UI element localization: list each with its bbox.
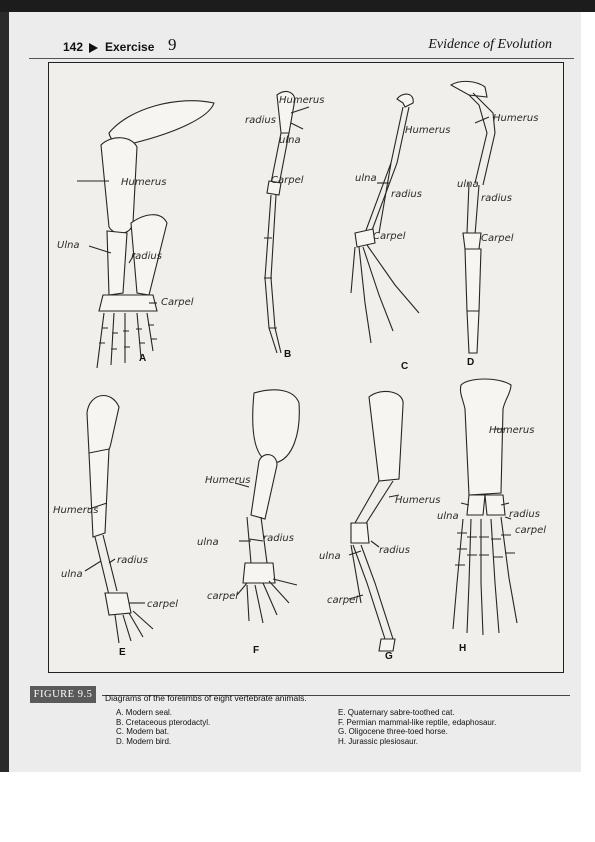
caption-item-g: G. Oligocene three-toed horse. xyxy=(338,727,448,736)
label-h-radius: radius xyxy=(509,509,540,520)
label-c-ulna: ulna xyxy=(355,173,377,184)
panel-c-bat: Humerus ulna radius Carpel C xyxy=(350,93,450,372)
label-f-radius: radius xyxy=(263,533,294,544)
panel-letter-c: C xyxy=(401,361,408,372)
label-a-carpel: Carpel xyxy=(161,297,194,308)
panel-letter-f: F xyxy=(253,645,259,656)
figure-label: FIGURE 9.5 xyxy=(30,686,96,703)
page-number: 142 xyxy=(63,40,84,54)
panel-h-plesiosaur: Humerus ulna radius carpel H xyxy=(437,378,546,654)
caption-item-h: H. Jurassic plesiosaur. xyxy=(338,736,419,746)
label-g-ulna: ulna xyxy=(319,551,341,562)
caption-item-d: D. Modern bird. xyxy=(116,736,172,746)
panel-letter-b: B xyxy=(284,349,291,360)
label-f-ulna: ulna xyxy=(197,537,219,548)
panel-e-cat: Humerus ulna radius carpel E xyxy=(53,395,178,658)
label-e-carpel: carpel xyxy=(147,599,178,610)
label-h-carpel: carpel xyxy=(515,525,546,536)
caption-right-column: E. Quaternary sabre-toothed cat. F. Perm… xyxy=(338,708,496,746)
panel-d-bird: Humerus ulna radius Carpel D xyxy=(449,80,538,368)
exercise-label: Exercise xyxy=(105,40,155,54)
panel-letter-d: D xyxy=(467,357,474,368)
panel-letter-h: H xyxy=(459,643,466,654)
caption-item-c: C. Modern bat. xyxy=(116,727,169,736)
caption-title: Diagrams of the forelimbs of eight verte… xyxy=(105,693,307,703)
panel-letter-e: E xyxy=(119,647,126,658)
triangle-arrow-icon xyxy=(89,43,98,53)
section-title: Evidence of Evolution xyxy=(428,37,552,52)
label-c-humerus: Humerus xyxy=(405,125,450,136)
caption-left-column: A. Modern seal. B. Cretaceous pterodacty… xyxy=(116,708,210,746)
label-a-humerus: Humerus xyxy=(121,177,166,188)
caption-item-f: F. Permian mammal-like reptile, edaphosa… xyxy=(338,717,497,727)
caption-item-b: B. Cretaceous pterodactyl. xyxy=(116,717,211,727)
panel-a-seal: Humerus Ulna radius Carpel A xyxy=(57,100,215,369)
caption-divider xyxy=(102,695,570,696)
label-d-ulna: ulna xyxy=(457,179,479,190)
label-h-humerus: Humerus xyxy=(489,425,534,436)
label-g-humerus: Humerus xyxy=(395,495,440,506)
label-d-radius: radius xyxy=(481,193,512,204)
page-header: 142 Exercise 9 Evidence of Evolution xyxy=(29,32,574,59)
label-f-carpel: carpel xyxy=(207,591,238,602)
label-f-humerus: Humerus xyxy=(205,475,250,486)
photo-left-edge xyxy=(0,12,9,772)
label-c-carpel: Carpel xyxy=(373,231,406,242)
label-b-ulna: ulna xyxy=(279,135,301,146)
label-c-radius: radius xyxy=(391,189,422,200)
label-b-radius: radius xyxy=(245,115,276,126)
panel-g-horse: Humerus ulna radius carpel G xyxy=(319,390,440,662)
forelimb-figure: Humerus Ulna radius Carpel A Humerus rad… xyxy=(48,62,564,673)
label-d-carpel: Carpel xyxy=(481,233,514,244)
forelimb-diagrams: Humerus Ulna radius Carpel A Humerus rad… xyxy=(53,80,546,662)
photo-top-edge xyxy=(0,0,595,12)
label-h-ulna: ulna xyxy=(437,511,459,522)
label-b-carpel: Carpel xyxy=(271,175,304,186)
label-e-radius: radius xyxy=(117,555,148,566)
panel-letter-a: A xyxy=(139,353,146,364)
label-g-carpel: carpel xyxy=(327,595,358,606)
label-a-ulna: Ulna xyxy=(57,240,80,251)
panel-f-edaphosaur: Humerus ulna radius carpel F xyxy=(197,389,300,656)
caption-item-e: E. Quaternary sabre-toothed cat. xyxy=(338,708,455,717)
label-a-radius: radius xyxy=(131,251,162,262)
label-g-radius: radius xyxy=(379,545,410,556)
label-d-humerus: Humerus xyxy=(493,113,538,124)
label-e-humerus: Humerus xyxy=(53,505,98,516)
label-e-ulna: ulna xyxy=(61,569,83,580)
caption-item-a: A. Modern seal. xyxy=(116,708,173,717)
panel-letter-g: G xyxy=(385,651,393,662)
exercise-number: 9 xyxy=(168,35,177,54)
label-b-humerus: Humerus xyxy=(279,95,324,106)
panel-b-pterodactyl: Humerus radius ulna Carpel B xyxy=(245,90,324,360)
